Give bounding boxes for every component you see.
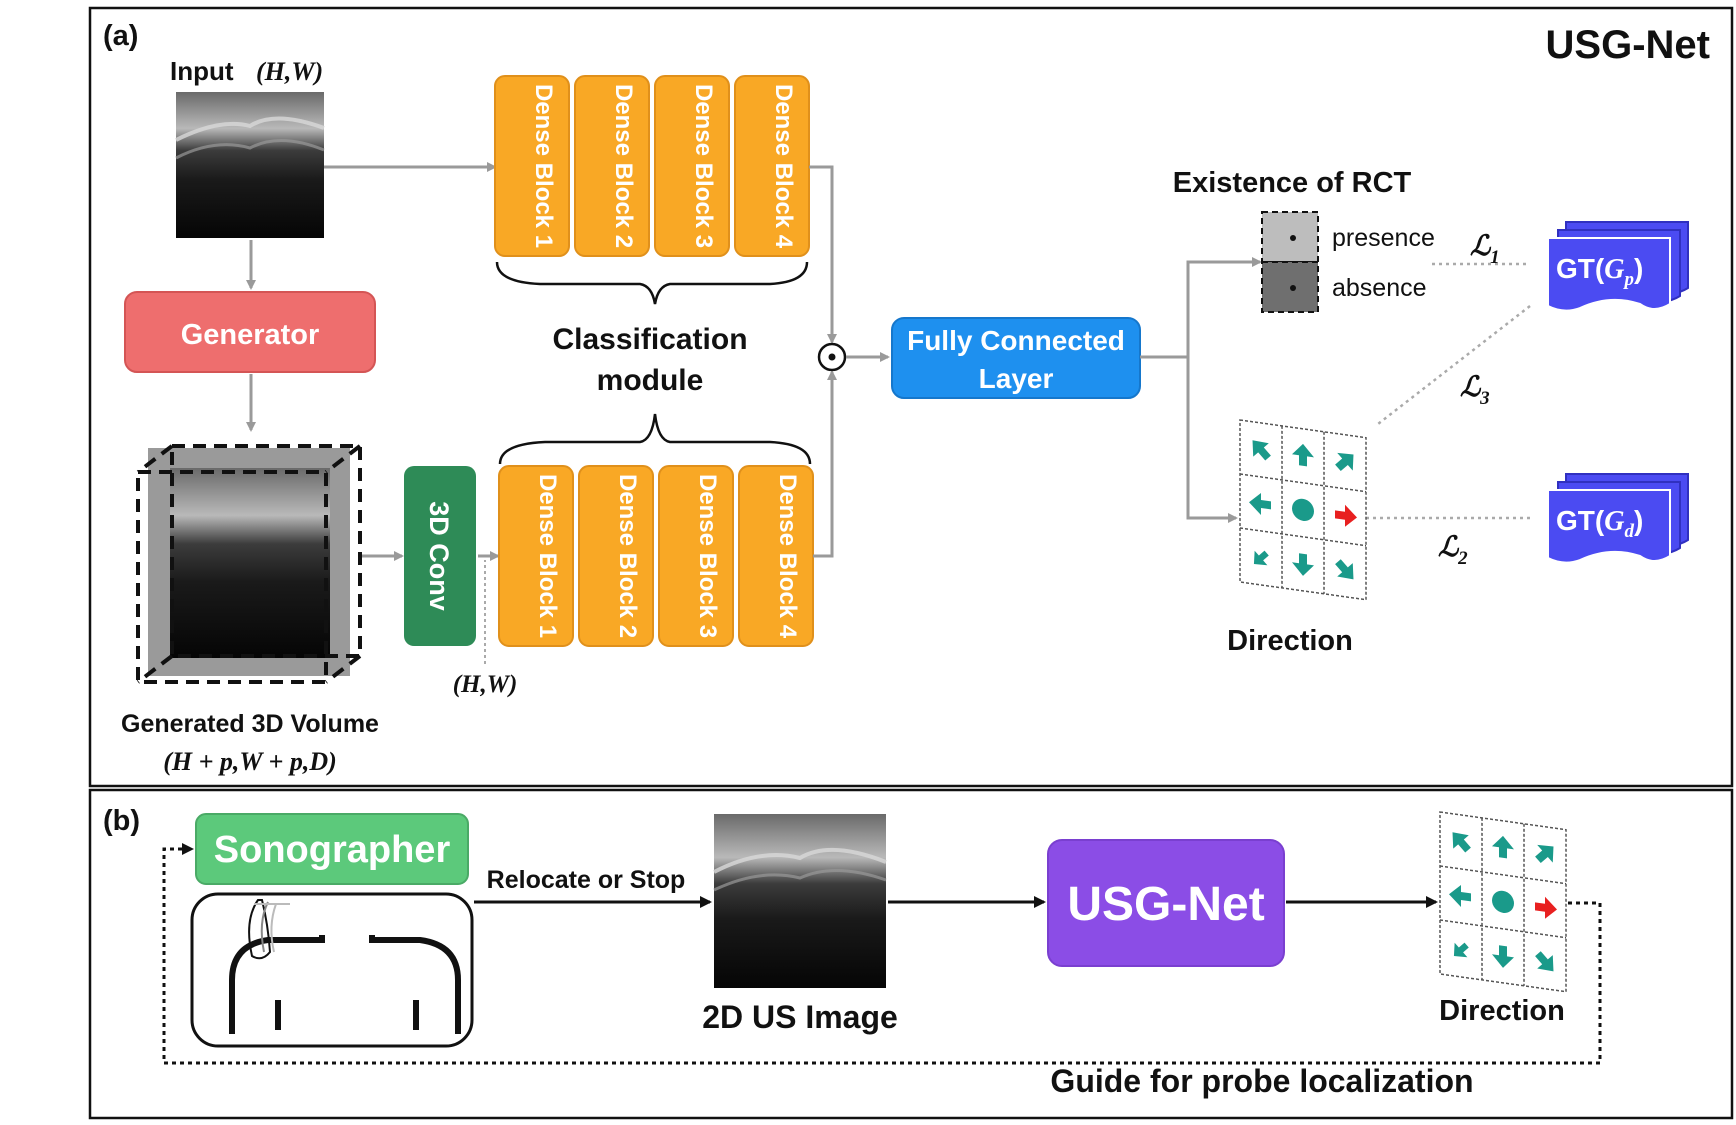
classification-line1: Classification — [552, 323, 747, 356]
arrow-right-icon — [1535, 896, 1557, 919]
presence-label: presence — [1332, 224, 1435, 252]
shoulder-icon — [190, 892, 474, 1048]
arrow-up-icon — [1292, 443, 1314, 467]
sonographer-label: Sonographer — [214, 829, 451, 871]
center-dot-icon — [1292, 498, 1314, 521]
generator-label: Generator — [181, 319, 320, 351]
gt-d-stack — [1547, 473, 1689, 564]
probe-hand-icon — [248, 899, 290, 960]
loss3-link — [1377, 305, 1531, 425]
dense-blocks-bottom: Dense Block 1 Dense Block 2 Dense Block … — [498, 465, 814, 647]
existence-title: Existence of RCT — [1173, 167, 1412, 199]
fc-to-existence-arrow — [1140, 257, 1262, 359]
dense-bottom-2: Dense Block 2 — [614, 474, 641, 638]
arrow-right-icon — [1335, 504, 1357, 527]
panel-a-title: USG-Net — [1546, 23, 1710, 67]
classification-line2: module — [597, 364, 704, 397]
us-image-b — [713, 814, 887, 988]
dense-top-1: Dense Block 1 — [530, 84, 557, 248]
direction-grid-a — [1239, 419, 1367, 601]
loss3-label: ℒ3 — [1460, 372, 1490, 409]
brace-top — [495, 261, 809, 305]
absence-cell — [1261, 261, 1319, 313]
arrow-up-left-icon — [1252, 440, 1271, 461]
presence-cell — [1261, 211, 1319, 263]
input-ultrasound-image — [175, 92, 325, 238]
fc-to-direction-arrow — [1186, 357, 1238, 523]
arrow-down-icon — [1292, 553, 1314, 576]
bottom-branch-to-product — [813, 370, 837, 558]
fc-line2: Layer — [979, 363, 1054, 394]
arrow-up-right-icon — [1335, 452, 1354, 472]
sonographer-box — [195, 813, 469, 885]
feedback-loop-dotted — [162, 843, 1602, 1065]
brace-bottom — [498, 413, 812, 465]
arrow-down-right-icon — [1335, 559, 1354, 580]
panel-b-label: (b) — [103, 805, 140, 837]
gt-p-stack — [1547, 221, 1689, 312]
dense-top-3: Dense Block 3 — [690, 84, 717, 248]
gt-d-label: GT(Gd) — [1556, 505, 1643, 542]
arrow-up-icon — [1492, 835, 1514, 859]
generated-3d-volume — [136, 444, 362, 684]
dense-bottom-4: Dense Block 4 — [774, 474, 801, 639]
dense-blocks-top: Dense Block 1 Dense Block 2 Dense Block … — [494, 75, 810, 257]
guide-label: Guide for probe localization — [1050, 1063, 1473, 1099]
input-dims: (H,W) — [256, 57, 323, 86]
direction-grid-b — [1439, 811, 1567, 993]
conv-input-dims: (H,W) — [453, 671, 518, 698]
arrow-down-right-icon — [1535, 951, 1554, 972]
usgnet-box — [1047, 839, 1285, 967]
arrow-up-left-icon — [1452, 832, 1471, 853]
generator-box — [124, 291, 376, 373]
dense-bottom-1: Dense Block 1 — [534, 474, 561, 638]
arrow-down-left-icon — [1253, 550, 1269, 566]
dense-bottom-3: Dense Block 3 — [694, 474, 721, 638]
arrow-left-icon — [1449, 884, 1471, 907]
arrow-down-left-icon — [1453, 942, 1469, 958]
panel-a-frame — [88, 6, 1734, 788]
dense-top-2: Dense Block 2 — [610, 84, 637, 248]
volume-label: Generated 3D Volume — [121, 710, 379, 738]
conv3d-label: 3D Conv — [424, 501, 454, 611]
conv3d-box — [404, 466, 476, 646]
arrow-up-right-icon — [1535, 844, 1554, 864]
relocate-label: Relocate or Stop — [487, 866, 686, 894]
direction-label-a: Direction — [1227, 625, 1353, 657]
loss2-label: ℒ2 — [1438, 532, 1468, 569]
arrow-down-icon — [1492, 945, 1514, 968]
loss1-label: ℒ1 — [1470, 231, 1500, 268]
volume-dims: (H + p,W + p,D) — [163, 747, 337, 776]
usgnet-label: USG-Net — [1067, 878, 1264, 931]
dense-top-4: Dense Block 4 — [770, 84, 797, 249]
arrow-left-icon — [1249, 492, 1271, 515]
top-branch-to-product — [809, 165, 837, 344]
input-label: Input — [170, 56, 234, 86]
fc-line1: Fully Connected — [907, 325, 1125, 356]
direction-label-b: Direction — [1439, 995, 1565, 1027]
center-dot-icon — [1492, 890, 1514, 913]
panel-a-label: (a) — [103, 20, 138, 52]
absence-label: absence — [1332, 274, 1427, 302]
us-image-label: 2D US Image — [702, 999, 898, 1035]
panel-b-frame — [88, 788, 1734, 1120]
